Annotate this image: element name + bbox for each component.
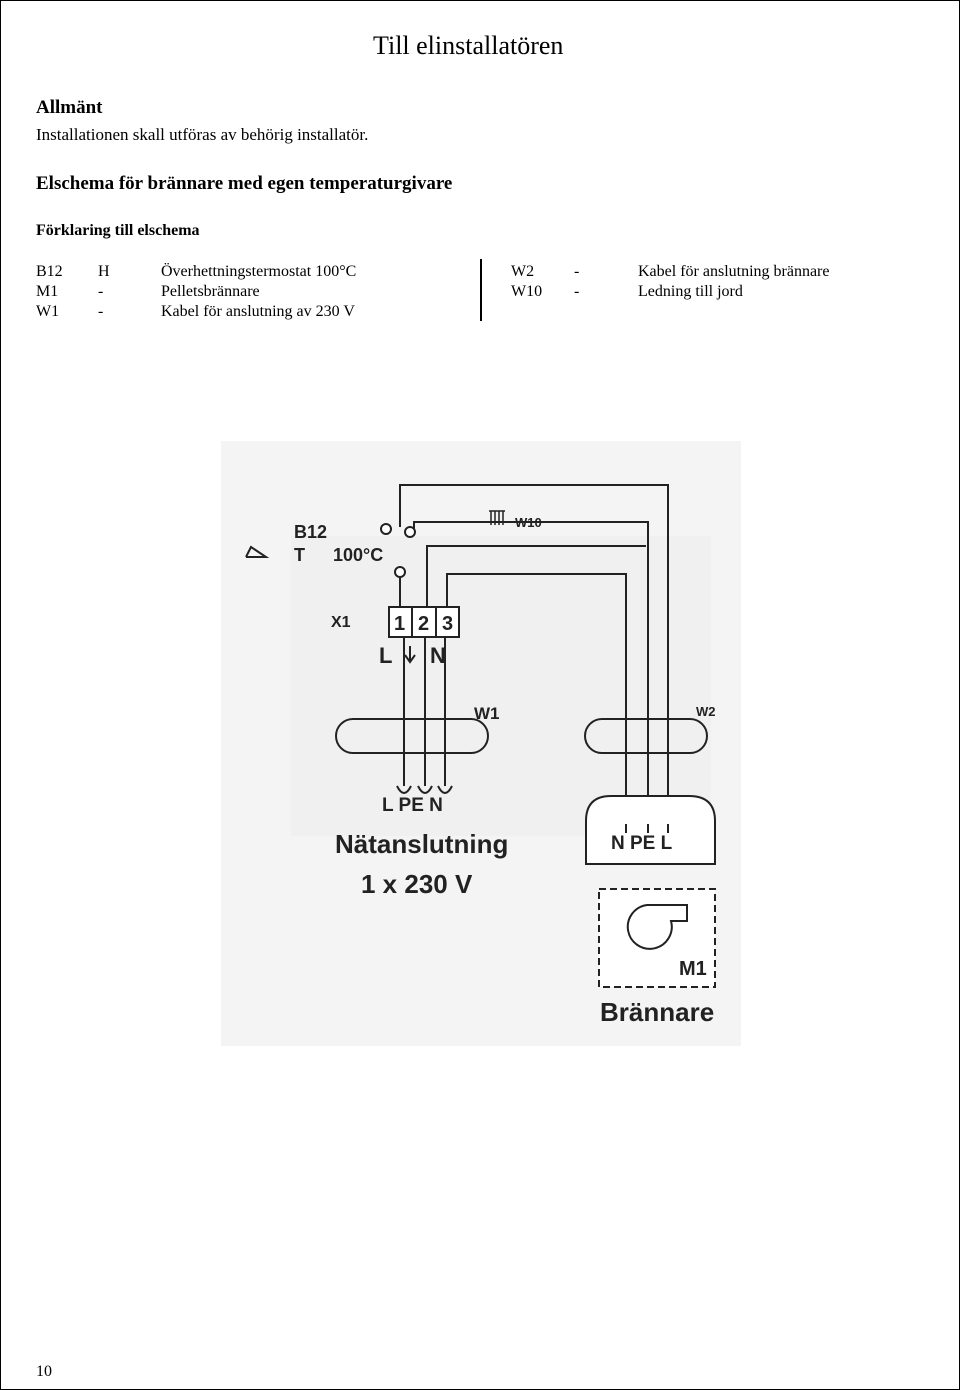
legend-code: B12 bbox=[36, 263, 63, 280]
w1-cable-gland bbox=[335, 718, 489, 754]
b12-temp-label: 100°C bbox=[333, 545, 383, 565]
general-paragraph: Installationen skall utföras av behörig … bbox=[36, 125, 369, 144]
burner-title: Brännare bbox=[600, 997, 714, 1027]
wire-b12-outer bbox=[399, 484, 669, 824]
legend-sep: - bbox=[574, 283, 580, 300]
ground-icon bbox=[489, 510, 505, 525]
terminal-block bbox=[388, 606, 460, 638]
w1-label: W1 bbox=[474, 704, 500, 723]
wire-t3 bbox=[446, 573, 627, 824]
thermostat-icon bbox=[245, 545, 270, 558]
diagram-shade bbox=[291, 536, 711, 836]
wire-loop-n bbox=[437, 785, 453, 794]
section-heading-general: Allmänt bbox=[36, 97, 103, 118]
w10-label: W10 bbox=[515, 515, 542, 530]
mains-title: Nätanslutning bbox=[335, 829, 508, 859]
legend-sep: - bbox=[98, 283, 104, 300]
terminal-n-label: N bbox=[430, 643, 446, 668]
x1-label: X1 bbox=[331, 614, 351, 631]
contact-icon bbox=[394, 566, 406, 578]
page-number: 10 bbox=[36, 1363, 52, 1380]
legend-desc: Kabel för anslutning av 230 V bbox=[161, 303, 355, 320]
legend-code: W1 bbox=[36, 303, 60, 320]
legend-sep: - bbox=[574, 263, 580, 280]
wire-t2 bbox=[426, 545, 646, 609]
fan-icon bbox=[626, 904, 688, 950]
terminal-2: 2 bbox=[418, 613, 429, 635]
page-title: Till elinstallatören bbox=[373, 31, 564, 60]
wire-loop-l bbox=[396, 785, 412, 794]
legend-sep: - bbox=[98, 303, 104, 320]
mains-conductors: L PE N bbox=[382, 795, 443, 816]
burner-conductors: N PE L bbox=[611, 833, 673, 854]
legend-code: W10 bbox=[511, 283, 543, 300]
legend-heading: Förklaring till elschema bbox=[36, 222, 200, 239]
legend-desc: Kabel för anslutning brännare bbox=[638, 263, 830, 280]
w2-label: W2 bbox=[696, 704, 716, 719]
section-heading-schema: Elschema för brännare med egen temperatu… bbox=[36, 173, 453, 194]
legend-sep: H bbox=[98, 263, 110, 280]
contact-icon bbox=[404, 526, 416, 538]
b12-t-label: T bbox=[294, 545, 305, 565]
b12-label: B12 bbox=[294, 522, 327, 542]
terminal-3: 3 bbox=[442, 613, 453, 635]
terminal-1: 1 bbox=[394, 613, 405, 635]
terminal-l-label: L bbox=[379, 643, 392, 668]
wire-b12-second bbox=[413, 521, 649, 824]
wiring-diagram: B12 T 100°C W10 X1 1 2 3 L N W1 W2 L PE … bbox=[221, 441, 741, 1046]
burner-terminal-housing bbox=[585, 795, 716, 865]
m1-label: M1 bbox=[679, 958, 707, 980]
burner-wires bbox=[625, 824, 669, 833]
legend-code: M1 bbox=[36, 283, 59, 300]
mains-voltage: 1 x 230 V bbox=[361, 869, 473, 899]
wire-loop-pe bbox=[417, 785, 433, 794]
legend-desc: Överhettningstermostat 100°C bbox=[161, 263, 357, 280]
legend-desc: Pelletsbrännare bbox=[161, 283, 260, 300]
legend-code: W2 bbox=[511, 263, 535, 280]
legend-desc: Ledning till jord bbox=[638, 283, 743, 300]
w2-cable-gland bbox=[584, 718, 708, 754]
wires bbox=[396, 484, 669, 824]
contact-icon bbox=[380, 523, 392, 535]
earth-arrow-icon bbox=[404, 646, 416, 664]
legend-divider bbox=[480, 259, 482, 321]
